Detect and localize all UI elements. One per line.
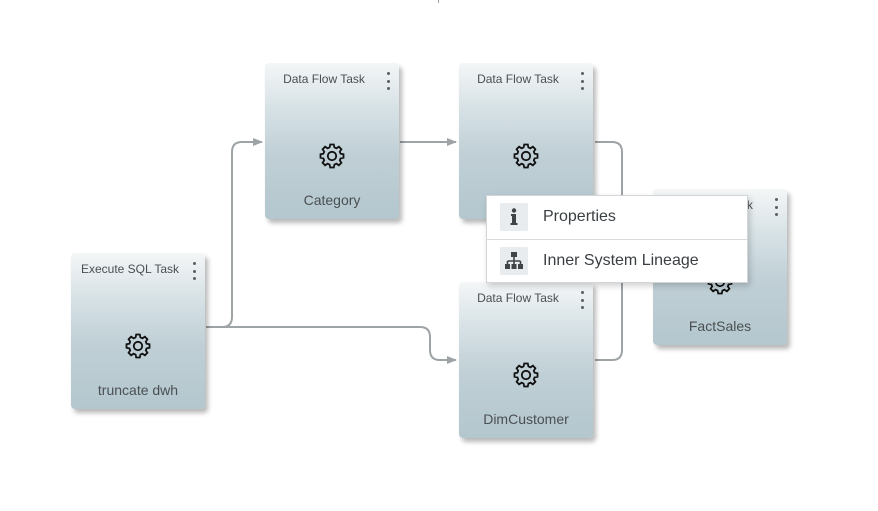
gear-icon — [319, 143, 345, 169]
connector-truncate-to-category — [206, 138, 263, 328]
lineage-icon — [500, 247, 528, 275]
gear-icon — [513, 143, 539, 169]
node-dimcustomer[interactable]: Data Flow Task DimCustomer — [459, 282, 593, 438]
menu-item-properties[interactable]: Properties — [487, 196, 747, 239]
node-context-menu: Properties Inner System Lineage — [486, 195, 748, 283]
node-menu-kebab-icon[interactable] — [579, 72, 585, 90]
connector-truncate-to-dimcustomer — [206, 326, 457, 364]
node-type-label: Data Flow Task — [283, 72, 365, 86]
node-truncate-dwh[interactable]: Execute SQL Task truncate dwh — [71, 253, 205, 409]
menu-item-label: Inner System Lineage — [543, 252, 699, 269]
node-name-label: Category — [303, 192, 361, 208]
gear-icon — [125, 333, 151, 359]
connector-dimproduct-to-factsales — [595, 141, 623, 195]
node-type-label: Data Flow Task — [477, 72, 559, 86]
canvas-tick-mark — [438, 0, 439, 3]
node-menu-kebab-icon[interactable] — [773, 198, 779, 216]
node-menu-kebab-icon[interactable] — [579, 291, 585, 309]
node-name-label: FactSales — [688, 318, 752, 334]
node-type-label: Data Flow Task — [477, 291, 559, 305]
menu-item-label: Properties — [543, 208, 616, 225]
info-icon — [500, 203, 528, 231]
node-type-label: Execute SQL Task — [80, 262, 180, 276]
gear-icon — [513, 362, 539, 388]
node-name-label: DimCustomer — [483, 411, 569, 427]
node-menu-kebab-icon[interactable] — [191, 262, 197, 280]
connector-dimcustomer-to-factsales — [595, 283, 623, 361]
menu-item-inner-system-lineage[interactable]: Inner System Lineage — [487, 239, 747, 283]
node-category[interactable]: Data Flow Task Category — [265, 63, 399, 219]
node-menu-kebab-icon[interactable] — [385, 72, 391, 90]
node-name-label: truncate dwh — [97, 382, 179, 398]
